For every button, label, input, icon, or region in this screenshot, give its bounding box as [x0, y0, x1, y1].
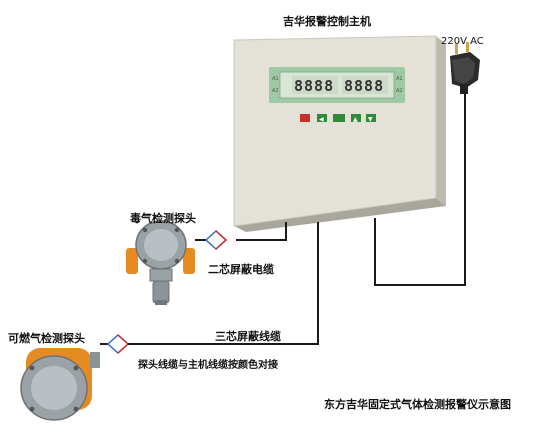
enter-key[interactable] — [333, 114, 345, 122]
power-label: 220V AC — [441, 36, 484, 47]
wiring-note: 探头线缆与主机线缆按颜色对接 — [138, 360, 278, 371]
keypad: ◀ ▲ ▼ — [300, 114, 376, 123]
power-plug-icon — [450, 42, 480, 94]
combustible-probe-cable — [136, 222, 319, 345]
toxic-gas-sensor-icon — [126, 220, 195, 305]
toxic-probe-label: 毒气检测探头 — [130, 212, 196, 225]
diagram-caption: 东方吉华固定式气体检测报警仪示意图 — [324, 398, 511, 411]
indicator-mark-1: A1 — [272, 76, 279, 82]
three-core-cable-label: 三芯屏蔽线缆 — [215, 330, 281, 343]
up-key-icon: ▲ — [353, 116, 358, 123]
controller-right-side — [436, 36, 446, 206]
controller-unit: 8888 8888 A1 A2 A1 A2 ◀ ▲ ▼ — [233, 35, 446, 232]
cables — [100, 92, 466, 345]
indicator-mark-3: A1 — [396, 76, 403, 82]
indicator-mark-4: A2 — [396, 88, 403, 94]
display-right-window — [342, 76, 388, 94]
power-cable — [374, 92, 466, 286]
left-key-icon: ◀ — [319, 116, 324, 123]
display-left-digits: 8888 — [294, 77, 334, 95]
display-left-window — [292, 76, 338, 94]
red-key[interactable] — [300, 114, 310, 122]
controller-front — [233, 35, 437, 227]
toxic-connector-icon — [195, 229, 228, 251]
combustible-gas-sensor-icon — [20, 348, 100, 421]
display-right-digits: 8888 — [344, 77, 384, 95]
combustible-probe-label: 可燃气检测探头 — [8, 332, 85, 345]
two-core-cable-label: 二芯屏蔽电缆 — [208, 263, 274, 276]
left-key[interactable] — [317, 114, 327, 122]
toxic-probe-cable — [236, 222, 287, 241]
up-key[interactable] — [351, 114, 361, 122]
combustible-connector-icon — [106, 333, 136, 355]
indicator-mark-2: A2 — [272, 88, 279, 94]
down-key[interactable] — [366, 114, 376, 122]
controller-title: 吉华报警控制主机 — [283, 15, 371, 28]
down-key-icon: ▼ — [368, 116, 373, 123]
